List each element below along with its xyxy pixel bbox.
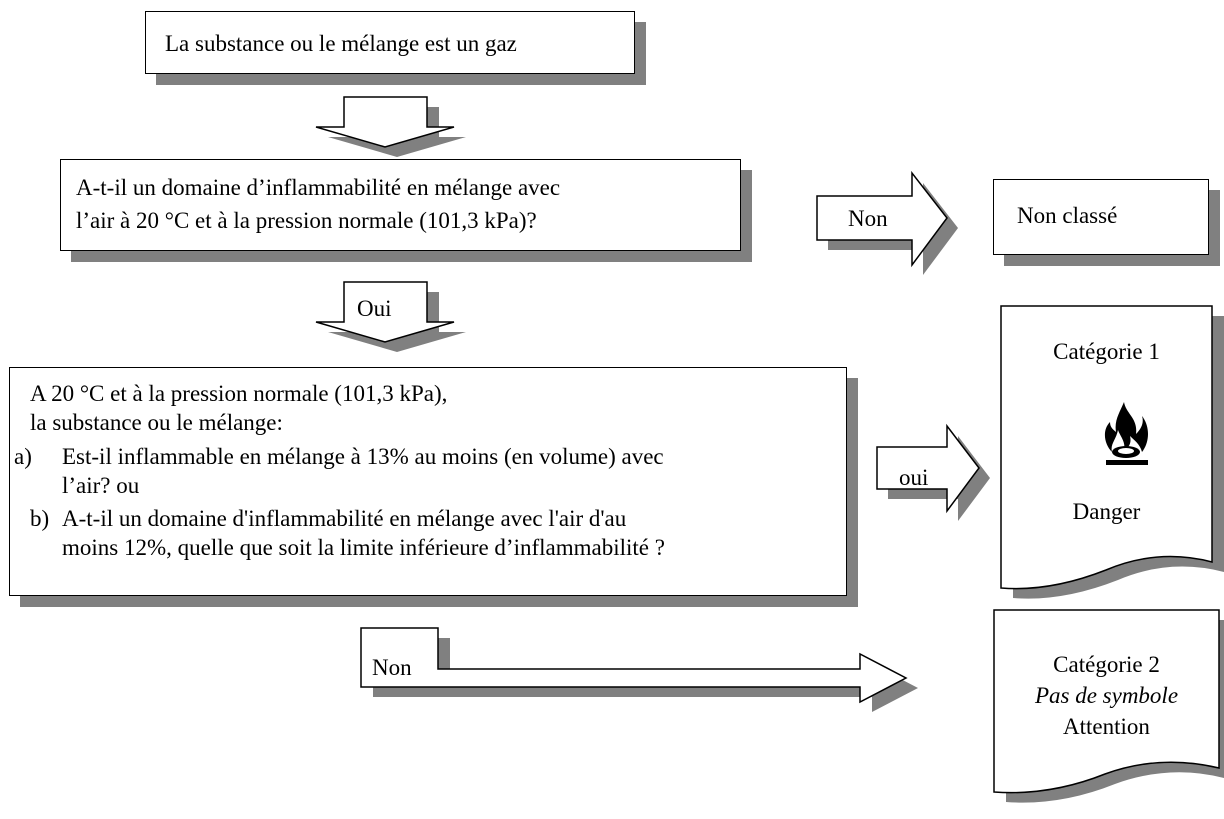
question-1-box: A-t-il un domaine d’inflammabilité en mé…: [60, 159, 741, 251]
down-arrow-1: [315, 96, 466, 157]
right-arrow-non: [816, 170, 958, 275]
not-classified-label: Non classé: [1017, 203, 1118, 228]
down-arrow-oui: [315, 281, 466, 352]
question-2-b-line-2: moins 12%, quelle que soit la limite inf…: [62, 535, 665, 560]
category-2-document: [993, 609, 1224, 803]
question-2-line-2: la substance ou le mélange:: [30, 410, 283, 435]
arrow-non-label-1: Non: [848, 206, 888, 231]
arrow-oui-label-2: oui: [899, 465, 929, 490]
question-2-b-label: b): [30, 506, 50, 531]
question-1-line-2: l’air à 20 °C et à la pression normale (…: [76, 208, 537, 233]
category-1-document: [1000, 305, 1224, 599]
question-2-box: A 20 °C et à la pression normale (101,3 …: [9, 367, 847, 596]
right-arrow-oui: [876, 423, 990, 521]
l-arrow-non: [360, 627, 918, 712]
arrow-non-label-2: Non: [372, 655, 412, 680]
question-2-a-label: a): [14, 444, 32, 469]
arrow-oui-label-1: Oui: [357, 296, 392, 321]
question-1-line-1: A-t-il un domaine d’inflammabilité en mé…: [76, 175, 561, 200]
category-2-title: Catégorie 2: [1053, 652, 1160, 677]
category-1-signal: Danger: [1072, 499, 1141, 524]
question-2-line-1: A 20 °C et à la pression normale (101,3 …: [30, 381, 448, 406]
start-box: La substance ou le mélange est un gaz: [145, 11, 635, 74]
start-text: La substance ou le mélange est un gaz: [165, 31, 517, 56]
question-2-a-line-2: l’air? ou: [62, 473, 140, 498]
category-1-title: Catégorie 1: [1053, 339, 1160, 364]
question-2-b-line-1: A-t-il un domaine d'inflammabilité en mé…: [62, 506, 627, 531]
category-2-symbol-text: Pas de symbole: [1034, 683, 1179, 708]
flame-icon: [1104, 402, 1148, 465]
not-classified-box: Non classé: [993, 179, 1209, 255]
category-2-signal: Attention: [1063, 714, 1150, 739]
question-2-a-line-1: Est-il inflammable en mélange à 13% au m…: [62, 444, 664, 469]
